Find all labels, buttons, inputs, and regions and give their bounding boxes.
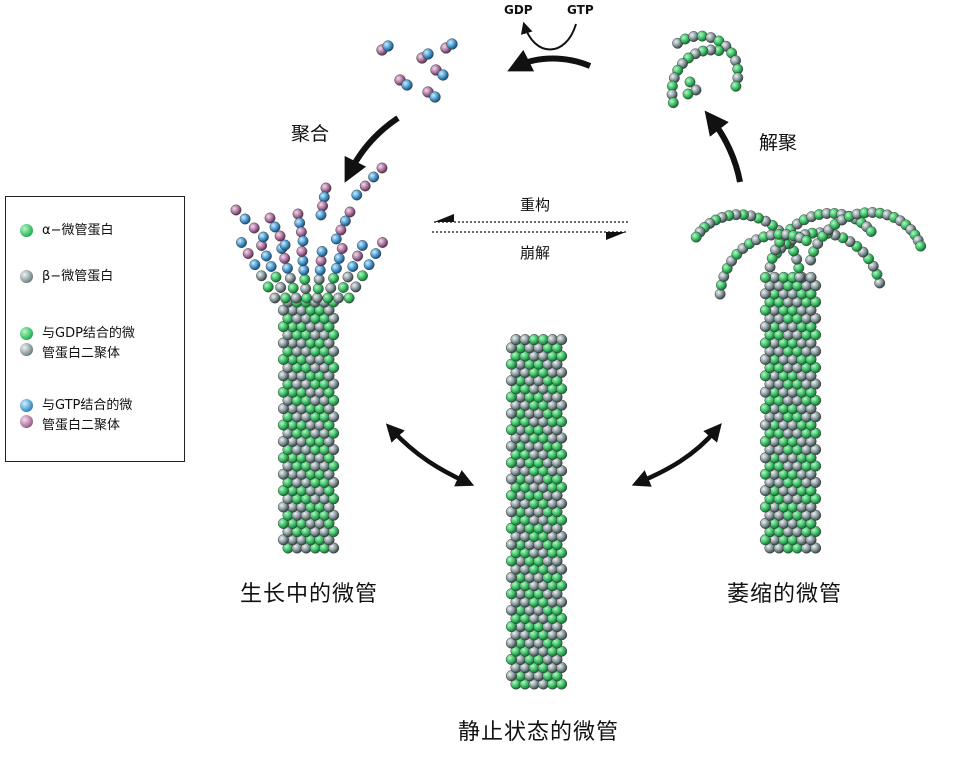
legend-alpha-text: α−微管蛋白 [42,223,114,238]
gdp-dimer-beta-icon [20,343,33,356]
legend-gtp-dimer: 与GTP结合的微 管蛋白二聚体 [6,393,184,439]
shrinking-microtubule-label: 萎缩的微管 [727,582,843,607]
legend-gtp-text-2: 管蛋白二聚体 [42,418,121,433]
legend-beta-text: β−微管蛋白 [42,269,114,284]
growing-steady-arrow [385,423,475,487]
legend-gdp-text-1: 与GDP结合的微 [42,326,135,341]
steady-microtubule [505,334,568,690]
catastrophe-label: 崩解 [520,244,551,262]
polymerize-label: 聚合 [291,123,330,145]
legend: α−微管蛋白 β−微管蛋白 与GDP结合的微 管蛋白二聚体 与GTP结合的微 管… [5,196,185,462]
depolymerize-arrow [704,110,743,183]
gdp-dimer-alpha-icon [20,327,33,340]
depolymerize-label: 解聚 [759,132,798,154]
steady-shrinking-arrow [631,423,722,487]
gtp-dimer-pink-icon [20,415,33,428]
rescue-catastrophe-arrows [432,214,628,240]
growing-microtubule-label: 生长中的微管 [240,582,379,607]
released-gdp-oligomers [666,30,744,109]
beta-tubulin-icon [20,270,33,283]
legend-gtp-text-1: 与GTP结合的微 [42,398,133,413]
gtp-dimer-blue-icon [20,399,33,412]
shrinking-microtubule [690,207,927,554]
polymerize-arrow [344,115,400,183]
free-gtp-dimers [376,38,458,103]
gdp-gtp-exchange-arrow [507,21,592,72]
legend-gdp-text-2: 管蛋白二聚体 [42,346,121,361]
alpha-tubulin-icon [20,224,33,237]
gdp-label: GDP [504,3,533,17]
legend-gdp-dimer: 与GDP结合的微 管蛋白二聚体 [6,321,184,367]
gtp-label: GTP [567,3,594,17]
growing-microtubule [230,162,388,554]
legend-beta: β−微管蛋白 [6,265,184,305]
steady-microtubule-label: 静止状态的微管 [458,720,620,745]
rescue-label: 重构 [520,196,551,214]
legend-alpha: α−微管蛋白 [6,219,184,259]
